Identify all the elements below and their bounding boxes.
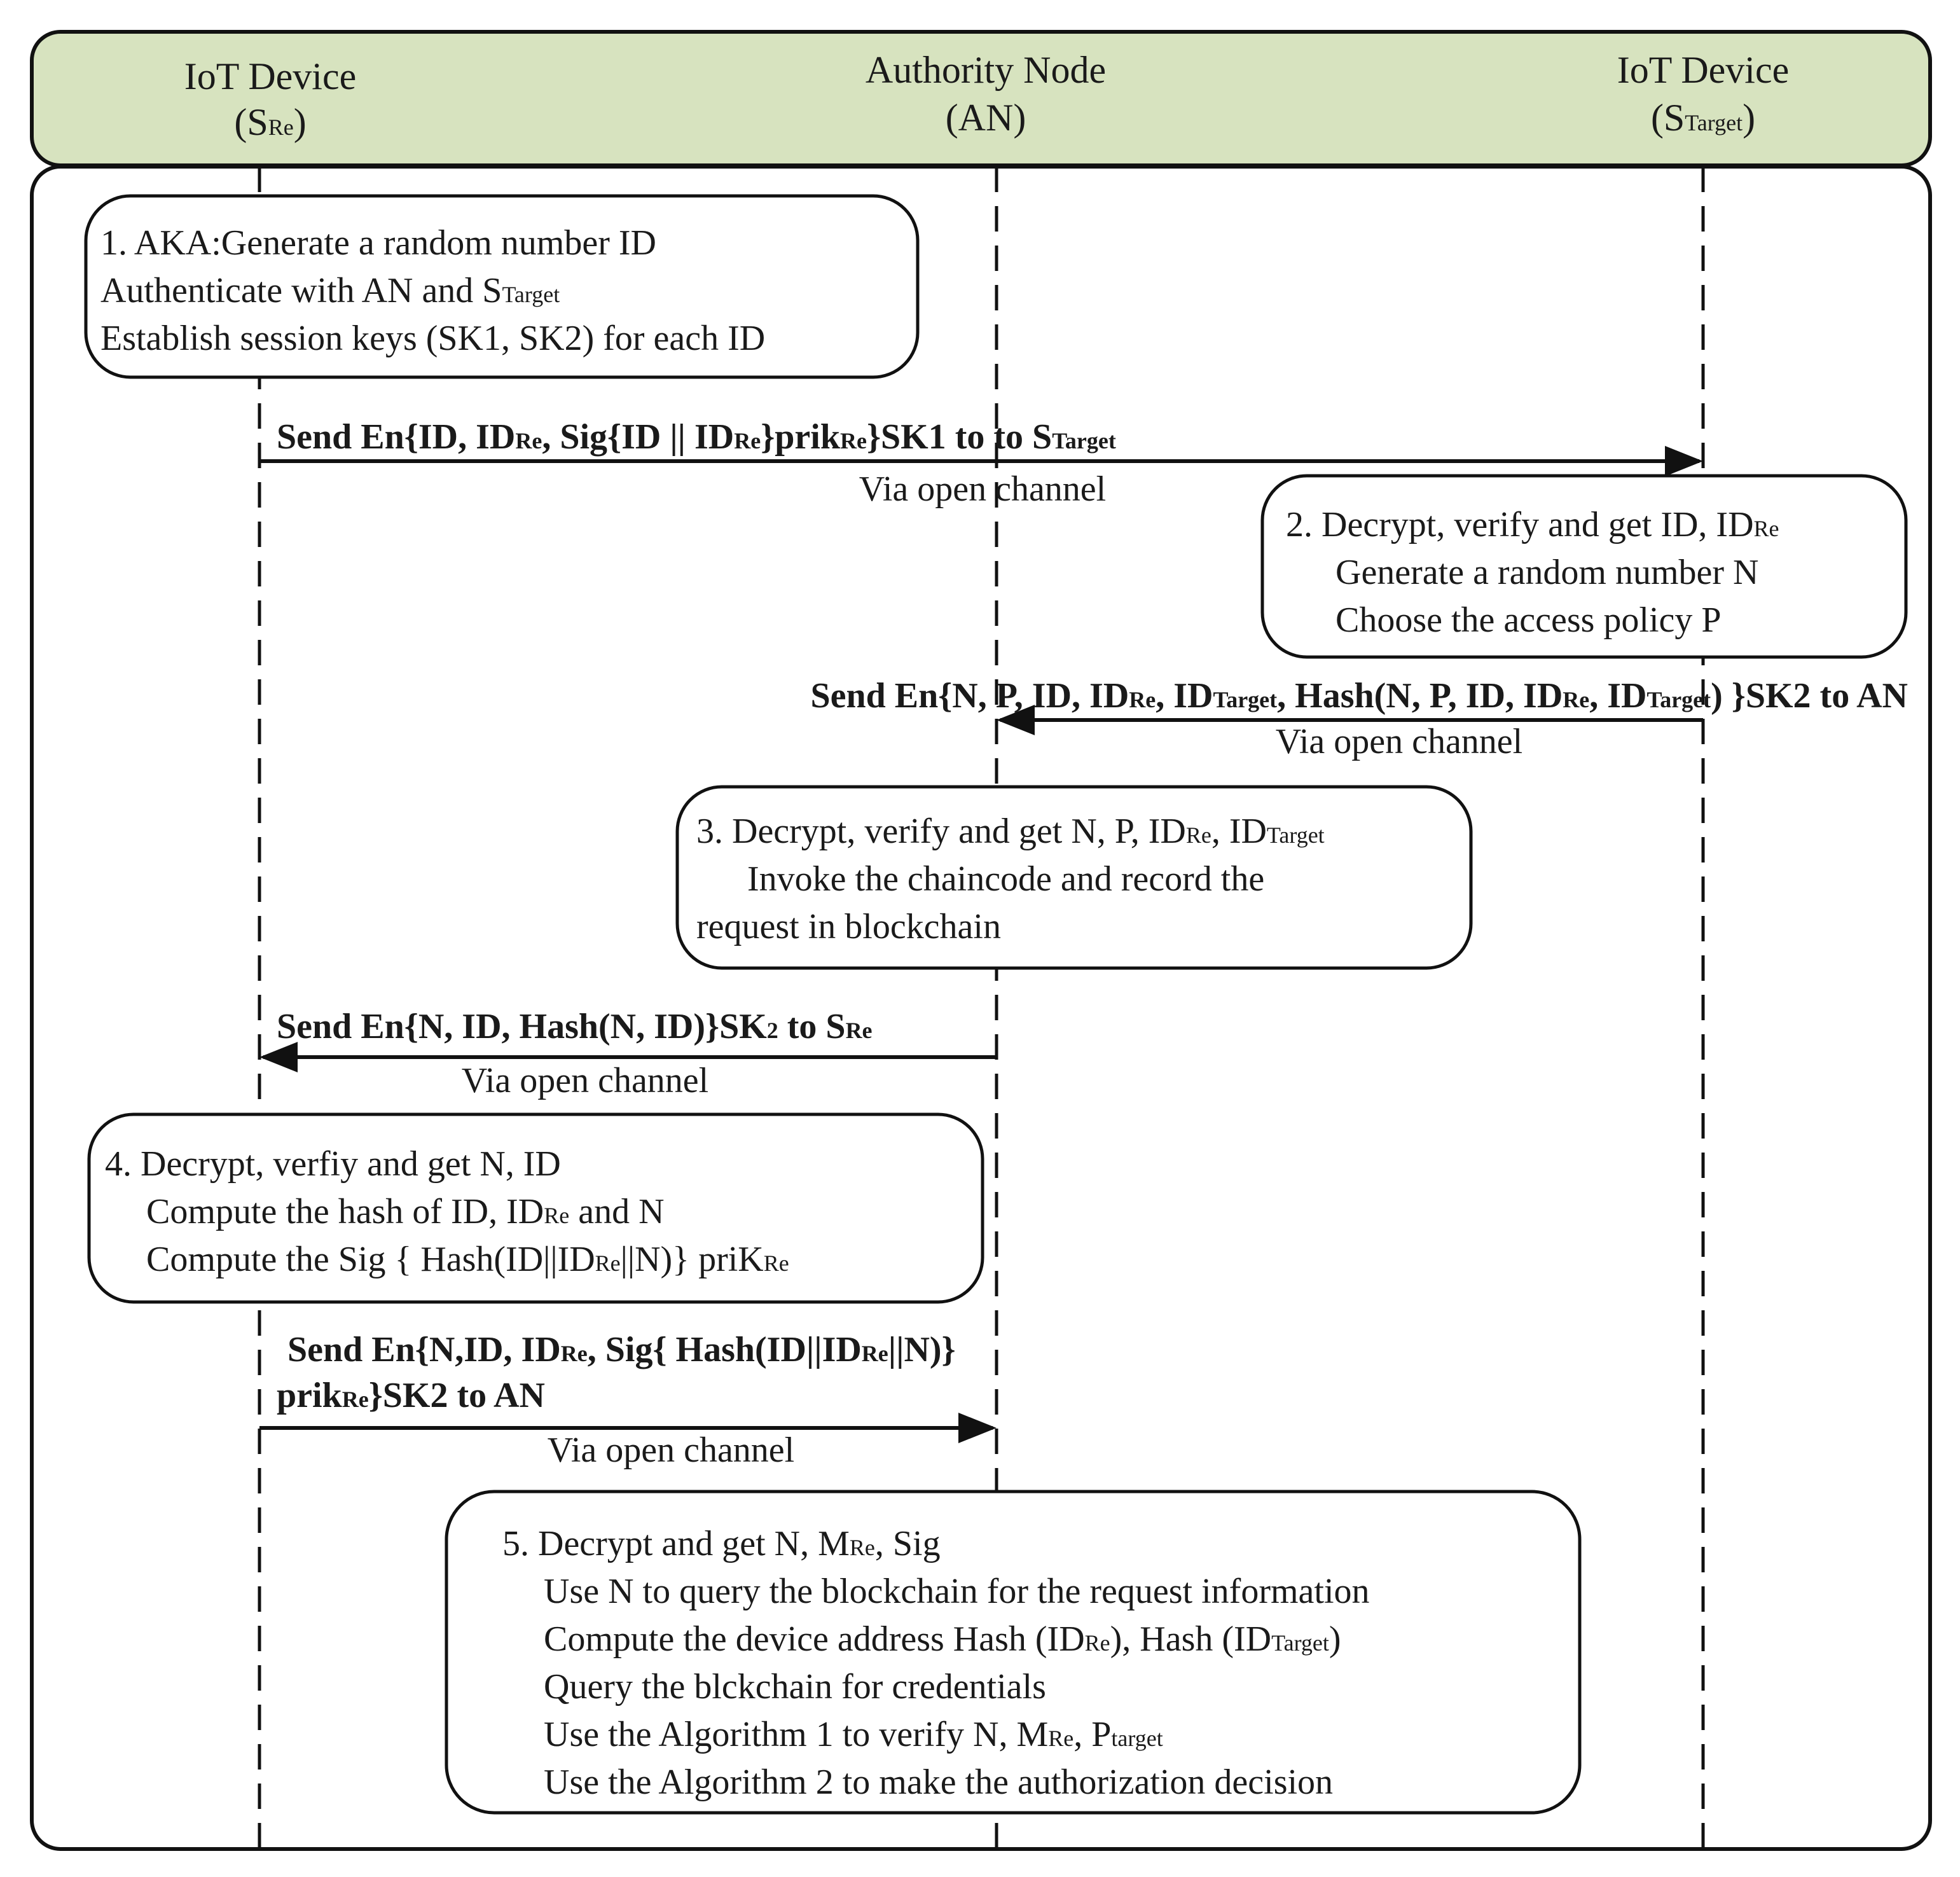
step-5-line-2: Use N to query the blockchain for the re… [544, 1572, 1370, 1611]
message-1-channel: Via open channel [859, 469, 1106, 509]
step-5-line-5: Use the Algorithm 1 to verify N, MRe, Pt… [544, 1715, 1163, 1754]
participant-right-title: IoT Device [1617, 49, 1789, 91]
message-3-label: Send En{N, ID, Hash(N, ID)}SK2 to SRe [277, 1007, 873, 1046]
participant-right-label: (STarget) [1651, 97, 1755, 139]
step-2-line-1: 2. Decrypt, verify and get ID, IDRe [1286, 505, 1779, 544]
step-1-box [84, 194, 920, 379]
step-3-box [675, 785, 1473, 970]
participant-middle-label: (AN) [946, 97, 1026, 139]
message-4-label-line-1: Send En{N,ID, IDRe, Sig{ Hash(ID||IDRe||… [287, 1330, 956, 1369]
message-4-channel: Via open channel [548, 1430, 794, 1470]
step-1-line-3: Establish session keys (SK1, SK2) for ea… [100, 319, 765, 358]
participant-left-label: (SRe) [234, 101, 306, 143]
step-2-box [1260, 474, 1908, 659]
step-2-line-2: Generate a random number N [1335, 553, 1759, 592]
step-2-line-3: Choose the access policy P [1335, 600, 1722, 640]
message-2-label: Send En{N, P, ID, IDRe, IDTarget, Hash(N… [810, 676, 1908, 716]
message-4-label-line-2: prikRe}SK2 to AN [277, 1376, 545, 1415]
participant-left-title: IoT Device [184, 55, 356, 97]
step-5-box [445, 1490, 1582, 1815]
message-1-label: Send En{ID, IDRe, Sig{ID || IDRe}prikRe}… [277, 417, 1116, 457]
diagram-frame [30, 165, 1932, 1851]
step-3-line-3: request in blockchain [696, 907, 1001, 946]
step-3-line-2: Invoke the chaincode and record the [747, 859, 1264, 899]
step-4-line-1: 4. Decrypt, verfiy and get N, ID [105, 1144, 561, 1184]
step-1-line-1: 1. AKA:Generate a random number ID [100, 223, 656, 263]
step-4-box [87, 1112, 984, 1304]
step-5-line-3: Compute the device address Hash (IDRe), … [544, 1619, 1341, 1659]
step-4-line-3: Compute the Sig { Hash(ID||IDRe||N)} pri… [146, 1240, 789, 1279]
participant-middle-title: Authority Node [866, 49, 1106, 91]
step-4-line-2: Compute the hash of ID, IDRe and N [146, 1192, 665, 1231]
message-2-channel: Via open channel [1276, 722, 1522, 761]
step-5-line-1: 5. Decrypt and get N, MRe, Sig [502, 1524, 941, 1563]
message-3-channel: Via open channel [462, 1061, 708, 1100]
step-1-line-2: Authenticate with AN and STarget [100, 271, 560, 310]
step-5-line-4: Query the blckchain for credentials [544, 1667, 1046, 1707]
step-5-line-6: Use the Algorithm 2 to make the authoriz… [544, 1763, 1333, 1802]
step-3-line-1: 3. Decrypt, verify and get N, P, IDRe, I… [696, 812, 1325, 851]
